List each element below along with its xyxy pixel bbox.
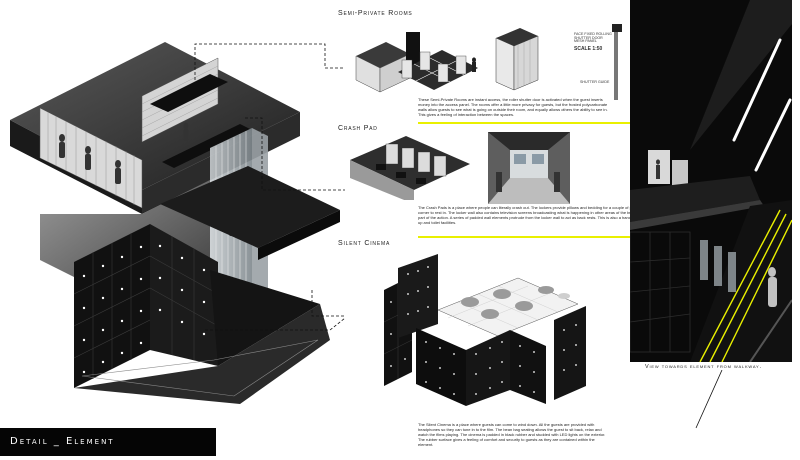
cinema-wall-right xyxy=(150,224,218,366)
crash-pad-axonometric xyxy=(350,136,470,200)
detail-scale: SCALE 1:50 xyxy=(574,46,603,52)
semi-private-title: Semi-Private Rooms xyxy=(338,10,413,17)
upper-shelf xyxy=(150,74,228,112)
lower-shelf xyxy=(162,124,252,168)
view-pointer-line xyxy=(695,370,723,429)
crash-pad-title: Crash Pad xyxy=(338,125,378,132)
silent-cinema-title: Silent Cinema xyxy=(338,240,391,247)
semi-private-description: These Semi-Private Rooms are instant acc… xyxy=(418,97,608,117)
detail-annotation-2: MESH PANEL xyxy=(574,39,597,43)
detail-annotation-3: SHUTTER GUIDE xyxy=(580,80,610,84)
silent-cinema-description: The Silent Cinema is a place where guest… xyxy=(418,422,606,447)
ground-plate-edge xyxy=(74,304,330,404)
walkway-perspective-view xyxy=(630,0,792,362)
led-studs xyxy=(82,244,206,374)
crash-pad-perspective xyxy=(488,132,570,204)
ground-plate xyxy=(74,270,320,388)
semi-private-illustration xyxy=(355,28,539,93)
crash-pad-description: The Crash Pads is a place where people c… xyxy=(418,205,684,225)
sheet-title-bar: Detail _ Element xyxy=(0,428,216,456)
shutter-detail-section xyxy=(612,24,622,100)
semi-private-divider xyxy=(418,122,688,124)
detail-annotation-1: FACE FIXED ROLLING SHUTTER DOOR xyxy=(574,32,612,40)
silent-cinema-exploded-axonometric xyxy=(383,254,586,406)
figures-upper xyxy=(59,122,189,184)
mid-slab xyxy=(160,166,340,248)
crash-pad-divider xyxy=(418,236,688,238)
view-caption: View towards element from walkway. xyxy=(645,364,762,370)
cinema-padding-grid xyxy=(73,233,219,379)
leader-lines xyxy=(194,43,346,331)
ground-plate-outline xyxy=(81,339,319,397)
mid-slab-edge xyxy=(258,210,340,260)
sheet-title: Detail _ Element xyxy=(10,436,115,447)
main-axonometric-drawing xyxy=(10,42,346,404)
